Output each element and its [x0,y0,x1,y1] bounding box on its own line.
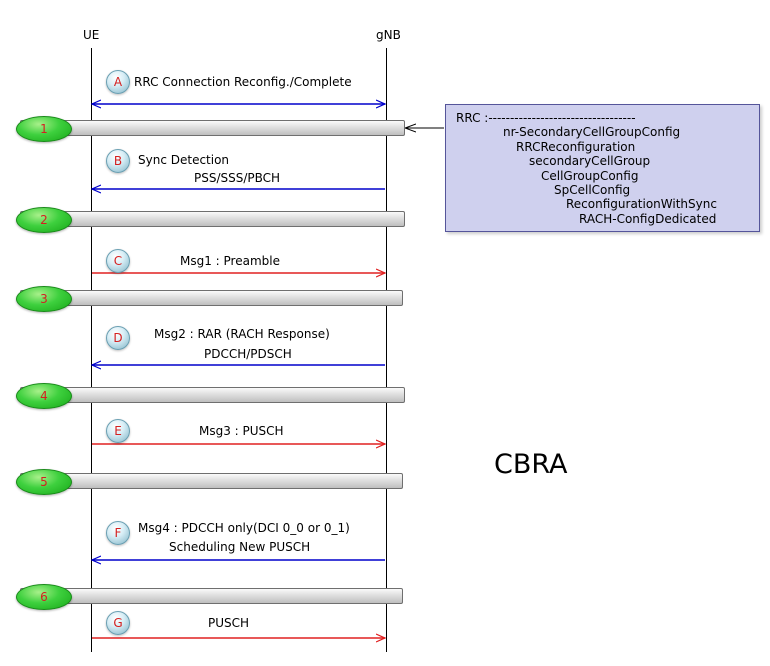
gnb-label: gNB [376,28,401,42]
step-f-label: Msg4 : PDCCH only(DCI 0_0 or 0_1) [138,521,350,535]
step-a-label: RRC Connection Reconfig./Complete [134,75,352,89]
ue-lifeline [91,48,92,652]
phase-bar-5 [20,473,403,489]
step-marker-c: C [106,249,130,273]
ue-label: UE [83,28,100,42]
note-line-reconfig-with-sync: ReconfigurationWithSync [566,197,717,211]
step-marker-d: D [106,326,130,350]
phase-bar-6 [20,588,403,604]
note-line-secondary-cell-group: secondaryCellGroup [529,154,651,168]
step-e-label: Msg3 : PUSCH [199,424,284,438]
note-line-nr-secondary: nr-SecondaryCellGroupConfig [503,125,681,139]
gnb-lifeline [386,48,387,652]
phase-bar-2 [20,211,405,227]
phase-marker-2: 2 [16,207,72,233]
note-line-rach-config: RACH-ConfigDedicated [579,212,717,226]
phase-bar-3 [20,290,403,306]
step-b-label: Sync Detection [138,153,230,167]
procedure-title: CBRA [494,449,568,480]
rrc-config-note: RRC :---------------------------------- … [445,104,760,232]
phase-marker-6: 6 [16,584,72,610]
step-b-sublabel: PSS/SSS/PBCH [194,171,281,185]
step-marker-f: F [106,521,130,545]
phase-marker-4: 4 [16,383,72,409]
note-line-rrc: RRC :---------------------------------- [456,111,636,125]
note-line-spcell-config: SpCellConfig [554,183,631,197]
step-marker-e: E [106,419,130,443]
step-marker-a: A [106,70,130,94]
step-c-label: Msg1 : Preamble [180,254,280,268]
phase-bar-1 [20,120,405,136]
step-marker-g: G [106,611,130,635]
step-g-label: PUSCH [208,616,250,630]
phase-marker-5: 5 [16,469,72,495]
note-line-cell-group-config: CellGroupConfig [541,169,639,183]
phase-marker-1: 1 [16,116,72,142]
note-line-rrc-reconfig: RRCReconfiguration [516,140,636,154]
phase-bar-4 [20,387,405,403]
step-marker-b: B [106,149,130,173]
phase-marker-3: 3 [16,286,72,312]
step-d-sublabel: PDCCH/PDSCH [204,347,292,361]
step-d-label: Msg2 : RAR (RACH Response) [154,327,330,341]
step-f-sublabel: Scheduling New PUSCH [169,540,311,554]
